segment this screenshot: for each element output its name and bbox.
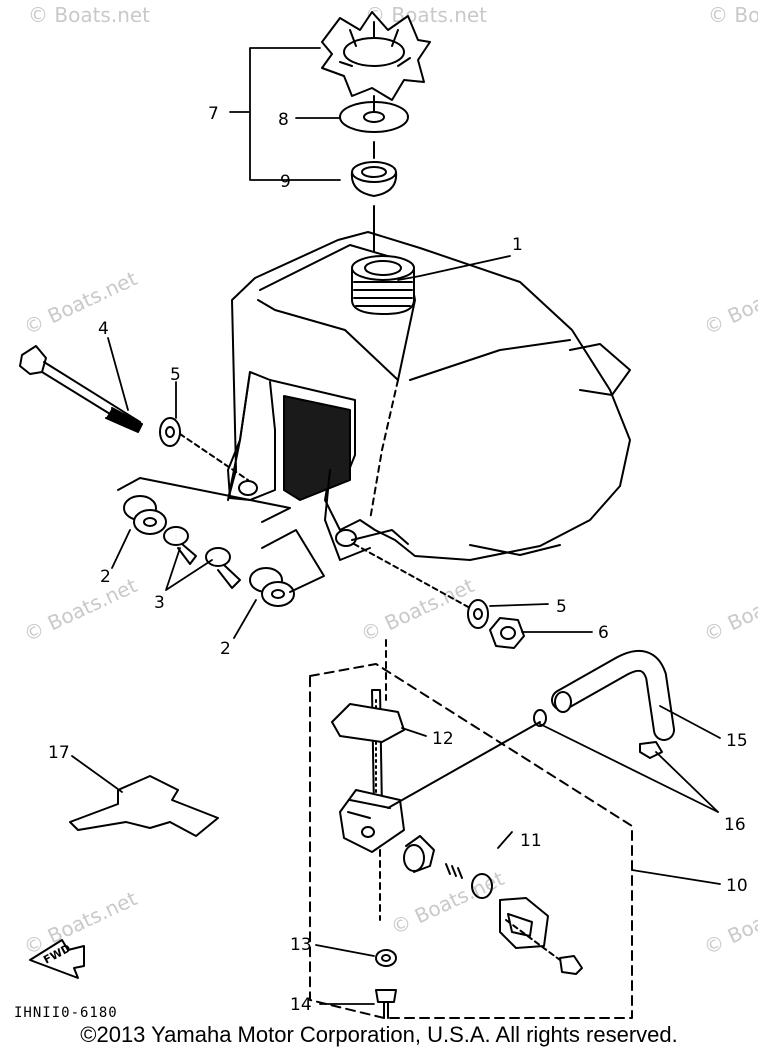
lever-plate	[499, 897, 549, 949]
watermark: © Boats.net	[700, 573, 758, 646]
collar	[163, 526, 197, 565]
watermark: © Boats.net	[365, 3, 487, 27]
callout-15: 15	[726, 731, 748, 751]
cap-gasket	[339, 95, 409, 133]
callout-3: 3	[154, 593, 165, 613]
callout-9: 9	[280, 172, 291, 192]
callout-1: 1	[512, 235, 523, 255]
callout-5: 5	[170, 365, 181, 385]
callout-6: 6	[598, 623, 609, 643]
filler-neck-seal	[350, 141, 398, 197]
callout-2: 2	[100, 567, 111, 587]
fuel-cap	[321, 11, 431, 101]
callout-13: 13	[290, 935, 312, 955]
callouts: 7 8 9 1 4 5 2 3 2 5 6 12 15 17 16 11 10 …	[48, 104, 748, 1015]
grommet	[123, 495, 167, 535]
watermark: © Boats.net	[357, 573, 478, 646]
nut	[489, 617, 525, 649]
hose-clip	[639, 741, 663, 759]
callout-4: 4	[98, 319, 109, 339]
fwd-arrow-icon	[29, 939, 85, 979]
callout-12: 12	[432, 729, 454, 749]
callout-10: 10	[726, 876, 748, 896]
tank-pad	[69, 775, 219, 837]
fuel-hose	[551, 649, 675, 741]
washer-13	[375, 949, 397, 967]
grommet	[249, 567, 295, 607]
bolt	[19, 345, 143, 433]
washer	[159, 417, 249, 481]
leader-lines	[71, 47, 721, 1005]
callout-11: 11	[520, 831, 542, 851]
petcock-screw	[505, 919, 583, 975]
filler-neck	[351, 205, 415, 315]
copyright-notice: ©2013 Yamaha Motor Corporation, U.S.A. A…	[80, 1022, 678, 1047]
callout-8: 8	[278, 110, 289, 130]
watermark: © Boats.net	[708, 3, 758, 27]
watermark: © Boats.net	[28, 3, 150, 27]
watermark: © Boats.net	[20, 573, 141, 646]
callout-14: 14	[290, 995, 312, 1015]
part-code: IHNII0-6180	[14, 1005, 118, 1021]
watermark: © Boats.net	[700, 266, 758, 339]
washer	[467, 599, 489, 629]
petcock-plunger	[403, 835, 435, 873]
callout-16: 16	[724, 815, 746, 835]
drain-screw	[375, 989, 397, 1019]
o-ring	[471, 873, 493, 899]
petcock-kit-box	[309, 663, 633, 1019]
callout-5: 5	[556, 597, 567, 617]
callout-2: 2	[220, 639, 231, 659]
watermark: © Boats.net	[20, 266, 141, 339]
callout-7: 7	[208, 104, 219, 124]
fuel-petcock	[331, 689, 405, 921]
hose-clip	[533, 709, 547, 727]
watermark: © Boats.net	[700, 886, 758, 959]
fuel-tank	[227, 231, 631, 561]
spring	[445, 863, 463, 879]
mount-guide	[117, 477, 325, 593]
collar	[205, 547, 241, 589]
callout-17: 17	[48, 743, 70, 763]
